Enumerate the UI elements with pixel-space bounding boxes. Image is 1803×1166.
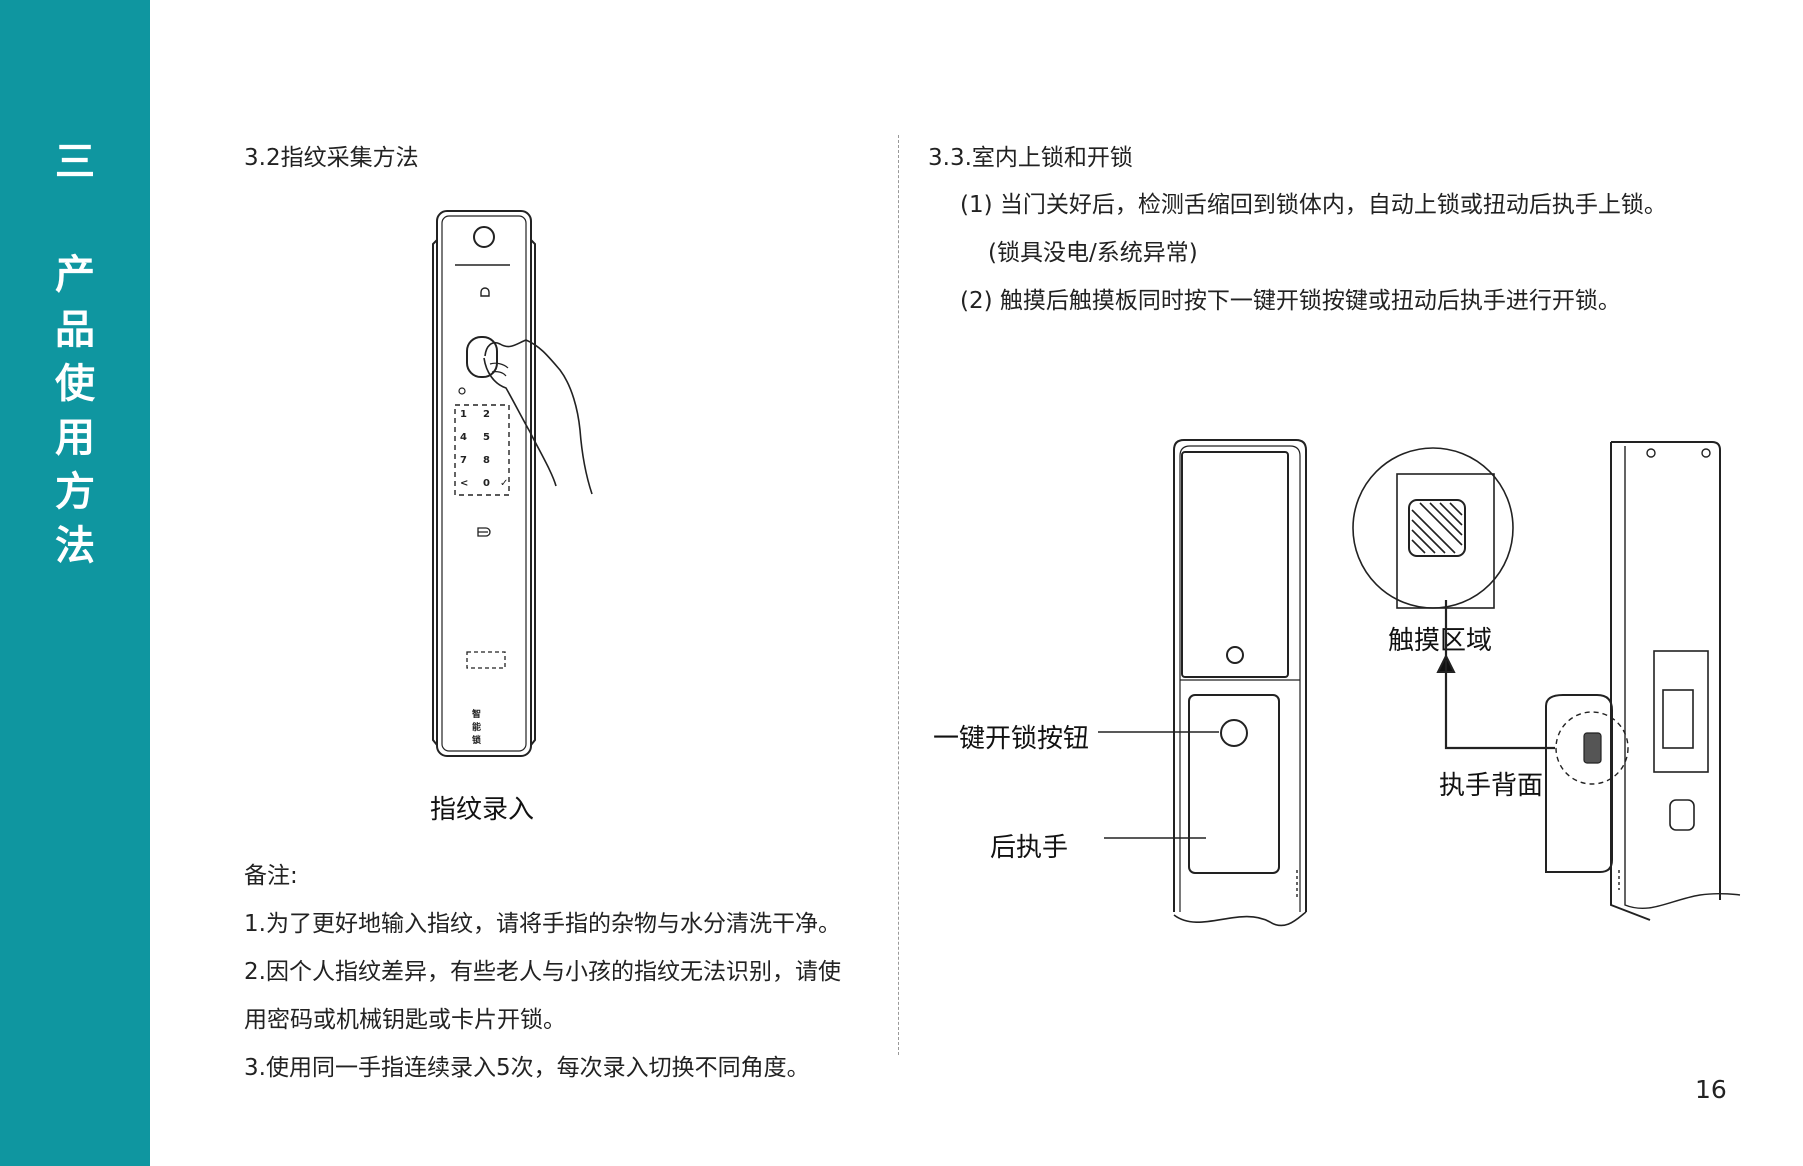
finger-crease xyxy=(489,362,509,377)
note-line: 2.因个人指纹差异，有些老人与小孩的指纹无法识别，请使 xyxy=(244,959,841,985)
section-heading-lock-unlock: 3.3.室内上锁和开锁 xyxy=(928,145,1133,171)
deadbolt-icon xyxy=(1669,799,1695,831)
touch-area-hatch xyxy=(1411,502,1463,554)
key: 8 xyxy=(483,455,490,466)
key: 0 xyxy=(483,478,490,489)
chapter-char: 法 xyxy=(55,523,95,569)
section-heading-fingerprint: 3.2指纹采集方法 xyxy=(244,145,419,171)
column-divider xyxy=(898,135,899,1055)
latch-box xyxy=(1653,650,1709,773)
brand-mark: 智能锁 xyxy=(472,710,482,746)
handle-back-highlight xyxy=(1555,711,1629,785)
chapter-char: 三 xyxy=(55,139,95,185)
chapter-char: 产 xyxy=(55,252,95,298)
figure-caption: 指纹录入 xyxy=(430,795,535,825)
handle-touch-pad xyxy=(1583,732,1602,764)
camera-icon xyxy=(473,226,495,248)
side-handle xyxy=(1545,694,1613,873)
page-number: 16 xyxy=(1695,1075,1727,1104)
label-one-key-button: 一键开锁按钮 xyxy=(933,724,1090,754)
bell-icon xyxy=(480,287,490,297)
label-handle-back: 执手背面 xyxy=(1439,771,1544,801)
chapter-char: 品 xyxy=(55,307,95,353)
nfc-area xyxy=(466,651,506,669)
key: ✓ xyxy=(500,478,509,489)
rear-handle xyxy=(1188,694,1280,874)
key: 7 xyxy=(460,455,467,466)
side-panel-edge xyxy=(1610,442,1651,921)
magnifier-handle-frame xyxy=(1396,473,1495,609)
battery-cover xyxy=(1181,451,1289,678)
magnifier-circle xyxy=(1352,447,1514,609)
label-touch-area: 触摸区域 xyxy=(1388,626,1493,656)
sidebar xyxy=(0,0,150,1166)
note-line: 用密码或机械钥匙或卡片开锁。 xyxy=(244,1007,566,1033)
key: 1 xyxy=(460,409,467,420)
lock-edge-left xyxy=(432,239,438,746)
arrow-path xyxy=(1444,660,1555,750)
fingerprint-sensor xyxy=(466,336,498,378)
note-line: 1.为了更好地输入指纹，请将手指的杂物与水分清洗干净。 xyxy=(244,911,841,937)
chapter-char: 使 xyxy=(55,361,95,407)
lock-body-inner xyxy=(441,215,527,752)
hand-finger xyxy=(483,357,557,487)
instruction-line: (2) 触摸后触摸板同时按下一键开锁按键或扭动后执手进行开锁。 xyxy=(960,288,1621,314)
lock-body-outline xyxy=(436,210,532,757)
notes-title: 备注: xyxy=(244,863,298,889)
rear-panel-outline xyxy=(1173,439,1307,912)
hand-outline xyxy=(484,339,593,495)
status-icon xyxy=(458,387,466,395)
rear-panel-inner xyxy=(1179,445,1301,912)
instruction-line: (1) 当门关好后，检测舌缩回到锁体内，自动上锁或扭动后执手上锁。 xyxy=(960,192,1667,218)
key: 2 xyxy=(483,409,490,420)
screw-icon xyxy=(1701,448,1711,458)
instruction-note: (锁具没电/系统异常) xyxy=(988,240,1198,266)
key: 5 xyxy=(483,432,490,443)
latch-bolt xyxy=(1662,689,1694,749)
side-panel-outline xyxy=(1611,441,1721,900)
side-panel-inner xyxy=(1624,446,1741,909)
key: < xyxy=(460,478,469,489)
lock-edge-right xyxy=(530,239,536,746)
chapter-char: 方 xyxy=(55,469,95,515)
key: 4 xyxy=(460,432,467,443)
label-rear-handle: 后执手 xyxy=(990,833,1069,863)
one-key-button xyxy=(1220,719,1248,747)
panel-cut-edge xyxy=(1173,911,1307,927)
chapter-char: 用 xyxy=(55,415,95,461)
mechanical-button xyxy=(1226,646,1244,664)
note-line: 3.使用同一手指连续录入5次，每次录入切换不同角度。 xyxy=(244,1055,810,1081)
touch-area-icon xyxy=(1408,499,1466,557)
card-reader-icon xyxy=(477,527,491,537)
keypad-area xyxy=(454,404,510,496)
screw-icon xyxy=(1646,448,1656,458)
